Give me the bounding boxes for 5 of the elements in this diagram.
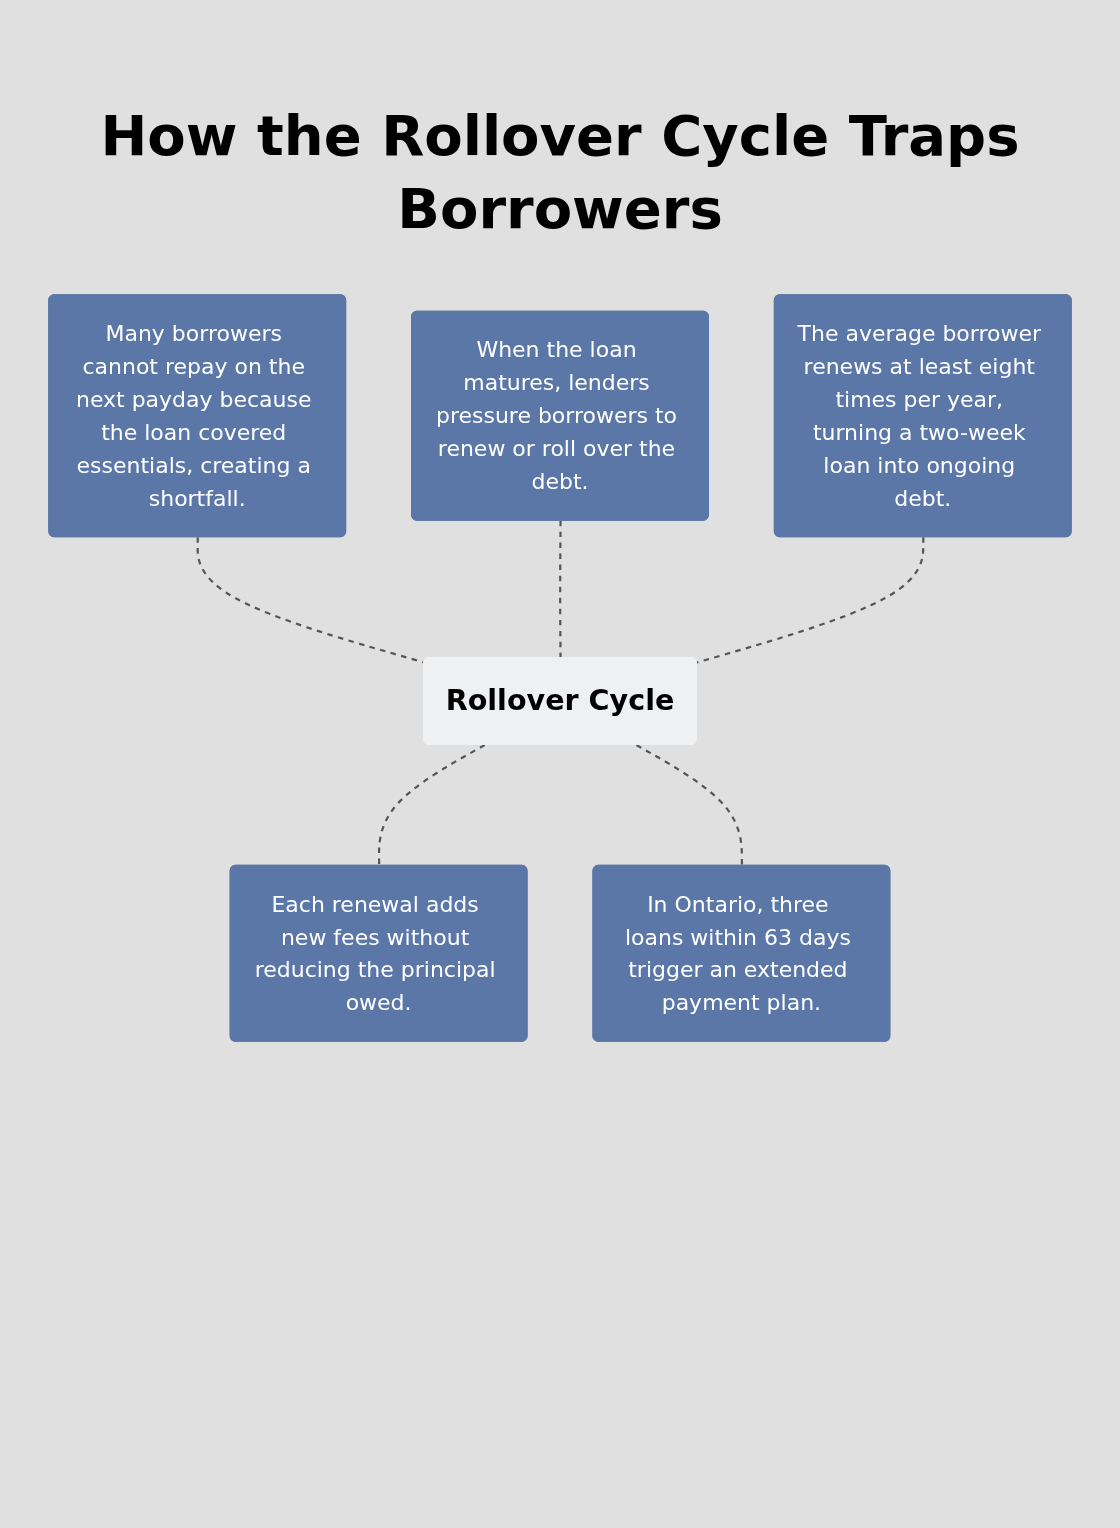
connector — [635, 743, 744, 866]
diagram-title: How the Rollover Cycle Traps Borrowers — [99, 102, 1021, 243]
connector — [377, 743, 486, 866]
connector — [559, 520, 562, 658]
connector — [196, 536, 425, 664]
